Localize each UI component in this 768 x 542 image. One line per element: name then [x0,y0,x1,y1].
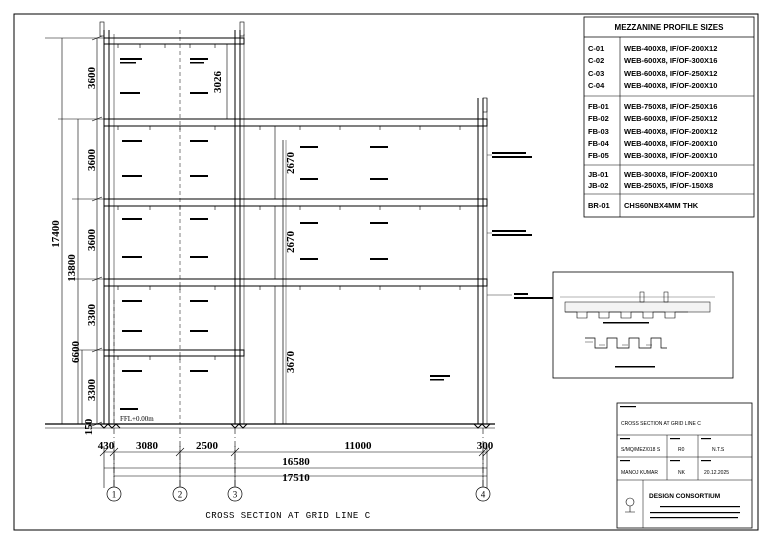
dim-2670-upper: 2670 [285,152,297,175]
dim-13800: 13800 [66,254,78,282]
profile-code: FB-02 [588,114,609,123]
dimension-lines [45,35,492,488]
sheet-border [13,13,759,531]
dim-300: 300 [477,440,494,452]
profile-code: JB-01 [588,170,608,179]
profile-spec: WEB-750X8, IF/OF-250X16 [624,102,717,111]
dim-16580: 16580 [282,456,310,468]
title-block-date: 20.12.2025 [704,470,729,476]
dim-3600-third: 3600 [86,229,98,252]
dim-3080: 3080 [136,440,159,452]
profile-spec: WEB-250X5, IF/OF-150X8 [624,181,713,190]
dim-3300-upper: 3300 [86,304,98,327]
drawing-title: CROSS SECTION AT GRID LINE C [205,511,370,521]
profile-code: C-02 [588,56,604,65]
title-block-drawn-by: MANOJ KUMAR [621,470,658,476]
profile-spec: WEB-400X8, IF/OF-200X12 [624,44,717,53]
dim-3670: 3670 [285,351,297,374]
profile-group-floor-beams: FB-01 WEB-750X8, IF/OF-250X16 FB-02 WEB-… [588,102,717,160]
dim-2670-lower: 2670 [285,231,297,254]
profile-code: FB-01 [588,102,609,111]
dim-17400: 17400 [50,220,62,248]
profile-code: C-01 [588,44,604,53]
grid-bubbles: 1 2 3 4 [106,486,491,502]
profile-spec: CHS60NBX4MM THK [624,201,699,210]
title-block-drawing-no: S/MQ/MEZ/018 S [621,447,661,453]
profile-code: FB-05 [588,151,609,160]
profile-spec: WEB-300X8, IF/OF-200X10 [624,170,717,179]
slab-detail [552,271,734,379]
dim-3600-second: 3600 [86,149,98,172]
ffl-label: FFL+0.00m [120,415,154,423]
member-annotations [120,58,554,410]
profile-spec: WEB-400X8, IF/OF-200X12 [624,127,717,136]
profile-code: C-04 [588,81,605,90]
vertical-dimensions: 3600 3026 3600 2670 3600 2670 3300 3670 … [50,67,297,436]
profile-code: C-03 [588,69,604,78]
dim-17510: 17510 [282,472,310,484]
dim-2500: 2500 [196,440,219,452]
profile-code: JB-02 [588,181,608,190]
dim-3600-top: 3600 [86,67,98,90]
dim-430: 430 [98,440,115,452]
title-block-drawing-title: CROSS SECTION AT GRID LINE C [621,421,701,427]
title-block-scale: N.T.S [712,447,725,453]
profile-group-bracing: BR-01 CHS60NBX4MM THK [588,201,699,210]
dim-3026: 3026 [212,71,224,94]
section-drawing [45,21,495,429]
profile-spec: WEB-600X8, IF/OF-250X12 [624,114,717,123]
title-block-company: DESIGN CONSORTIUM [649,493,720,500]
profile-spec: WEB-300X8, IF/OF-200X10 [624,151,717,160]
profile-spec: WEB-400X8, IF/OF-200X10 [624,139,717,148]
profile-spec: WEB-600X8, IF/OF-250X12 [624,69,717,78]
horizontal-dimensions: 430 3080 2500 11000 300 16580 17510 [98,440,494,484]
profile-table-title: MEZZANINE PROFILE SIZES [615,23,725,32]
title-block-checked-by: NK [678,470,686,476]
dim-150: 150 [83,418,95,435]
profile-code: FB-03 [588,127,609,136]
leader-lines [487,154,512,296]
profile-spec: WEB-400X8, IF/OF-200X10 [624,81,717,90]
title-block-revision: R0 [678,447,685,453]
profile-group-columns: C-01 WEB-400X8, IF/OF-200X12 C-02 WEB-60… [588,44,717,90]
profile-code: FB-04 [588,139,610,148]
grid-label-2: 2 [178,490,183,500]
dim-6600: 6600 [70,341,82,364]
profile-group-joists: JB-01 WEB-300X8, IF/OF-200X10 JB-02 WEB-… [588,170,717,190]
dim-11000: 11000 [345,440,372,452]
grid-label-4: 4 [481,490,486,500]
profile-code: BR-01 [588,201,610,210]
profile-table: MEZZANINE PROFILE SIZES C-01 WEB-400X8, … [583,16,755,218]
grid-label-3: 3 [233,490,238,500]
profile-spec: WEB-600X8, IF/OF-300X16 [624,56,717,65]
grid-label-1: 1 [112,490,117,500]
dim-3300-lower: 3300 [86,379,98,402]
title-block [616,402,753,529]
